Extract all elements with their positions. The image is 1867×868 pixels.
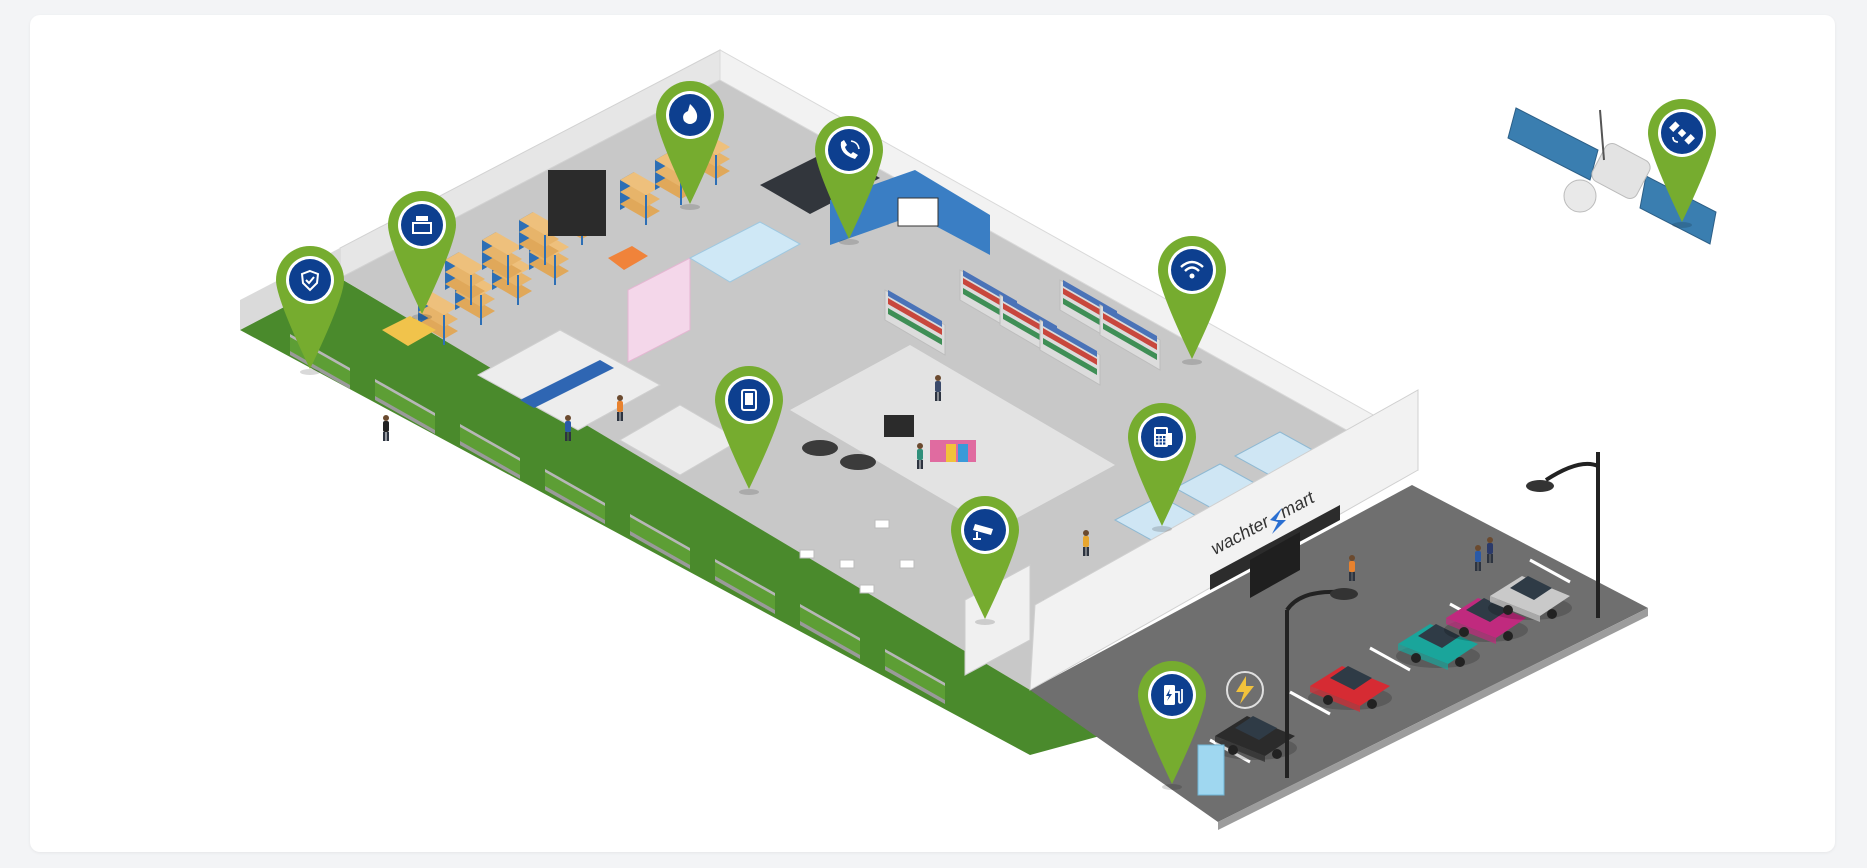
parking-curb [1218, 608, 1648, 830]
pin-satellite[interactable] [1648, 99, 1716, 228]
grass-strip [240, 277, 1122, 755]
shield-check-icon [300, 269, 320, 292]
pos-terminal-icon [1154, 427, 1172, 447]
pin-mobile[interactable] [715, 366, 783, 495]
pin-pos[interactable] [1128, 403, 1196, 532]
wifi-icon [1180, 260, 1204, 279]
clothing-racks [802, 415, 976, 470]
checkout-counters [1113, 431, 1322, 543]
charging-spot-marker [1226, 671, 1264, 709]
ev-charger-icon [1164, 685, 1183, 705]
restroom-pink [627, 257, 691, 363]
cctv-camera-icon [973, 524, 993, 540]
pin-access-control[interactable] [276, 246, 344, 375]
pin-ev-charging[interactable] [1138, 661, 1206, 790]
bolt-icon [1236, 676, 1254, 704]
loading-dock-door [548, 170, 606, 236]
restroom-blue [688, 221, 802, 283]
pin-warehouse[interactable] [388, 191, 456, 320]
forklift [608, 246, 648, 270]
reception-desk [520, 360, 614, 408]
sales-floor-tiles [790, 345, 1115, 530]
storefront-door [1250, 532, 1300, 598]
boxes-icon [412, 216, 432, 234]
cafe-tables [799, 519, 915, 594]
pallet-stack [382, 316, 436, 346]
pin-fire[interactable] [656, 81, 724, 210]
brand-logo-bolt [1270, 508, 1286, 534]
pin-wifi[interactable] [1158, 236, 1226, 365]
phone-icon [840, 140, 860, 159]
street-lamp-near [1285, 588, 1358, 778]
flame-icon [683, 104, 698, 124]
ev-charging-station [1197, 744, 1225, 796]
pin-cctv[interactable] [951, 496, 1019, 625]
tablet-icon [741, 389, 757, 411]
pin-phone[interactable] [815, 116, 883, 245]
office-screen [897, 197, 939, 227]
store-isometric-diagram: wachter mart [240, 49, 1717, 830]
diagram-card: wachter mart [30, 15, 1835, 852]
street-lamp-far [1526, 452, 1600, 618]
